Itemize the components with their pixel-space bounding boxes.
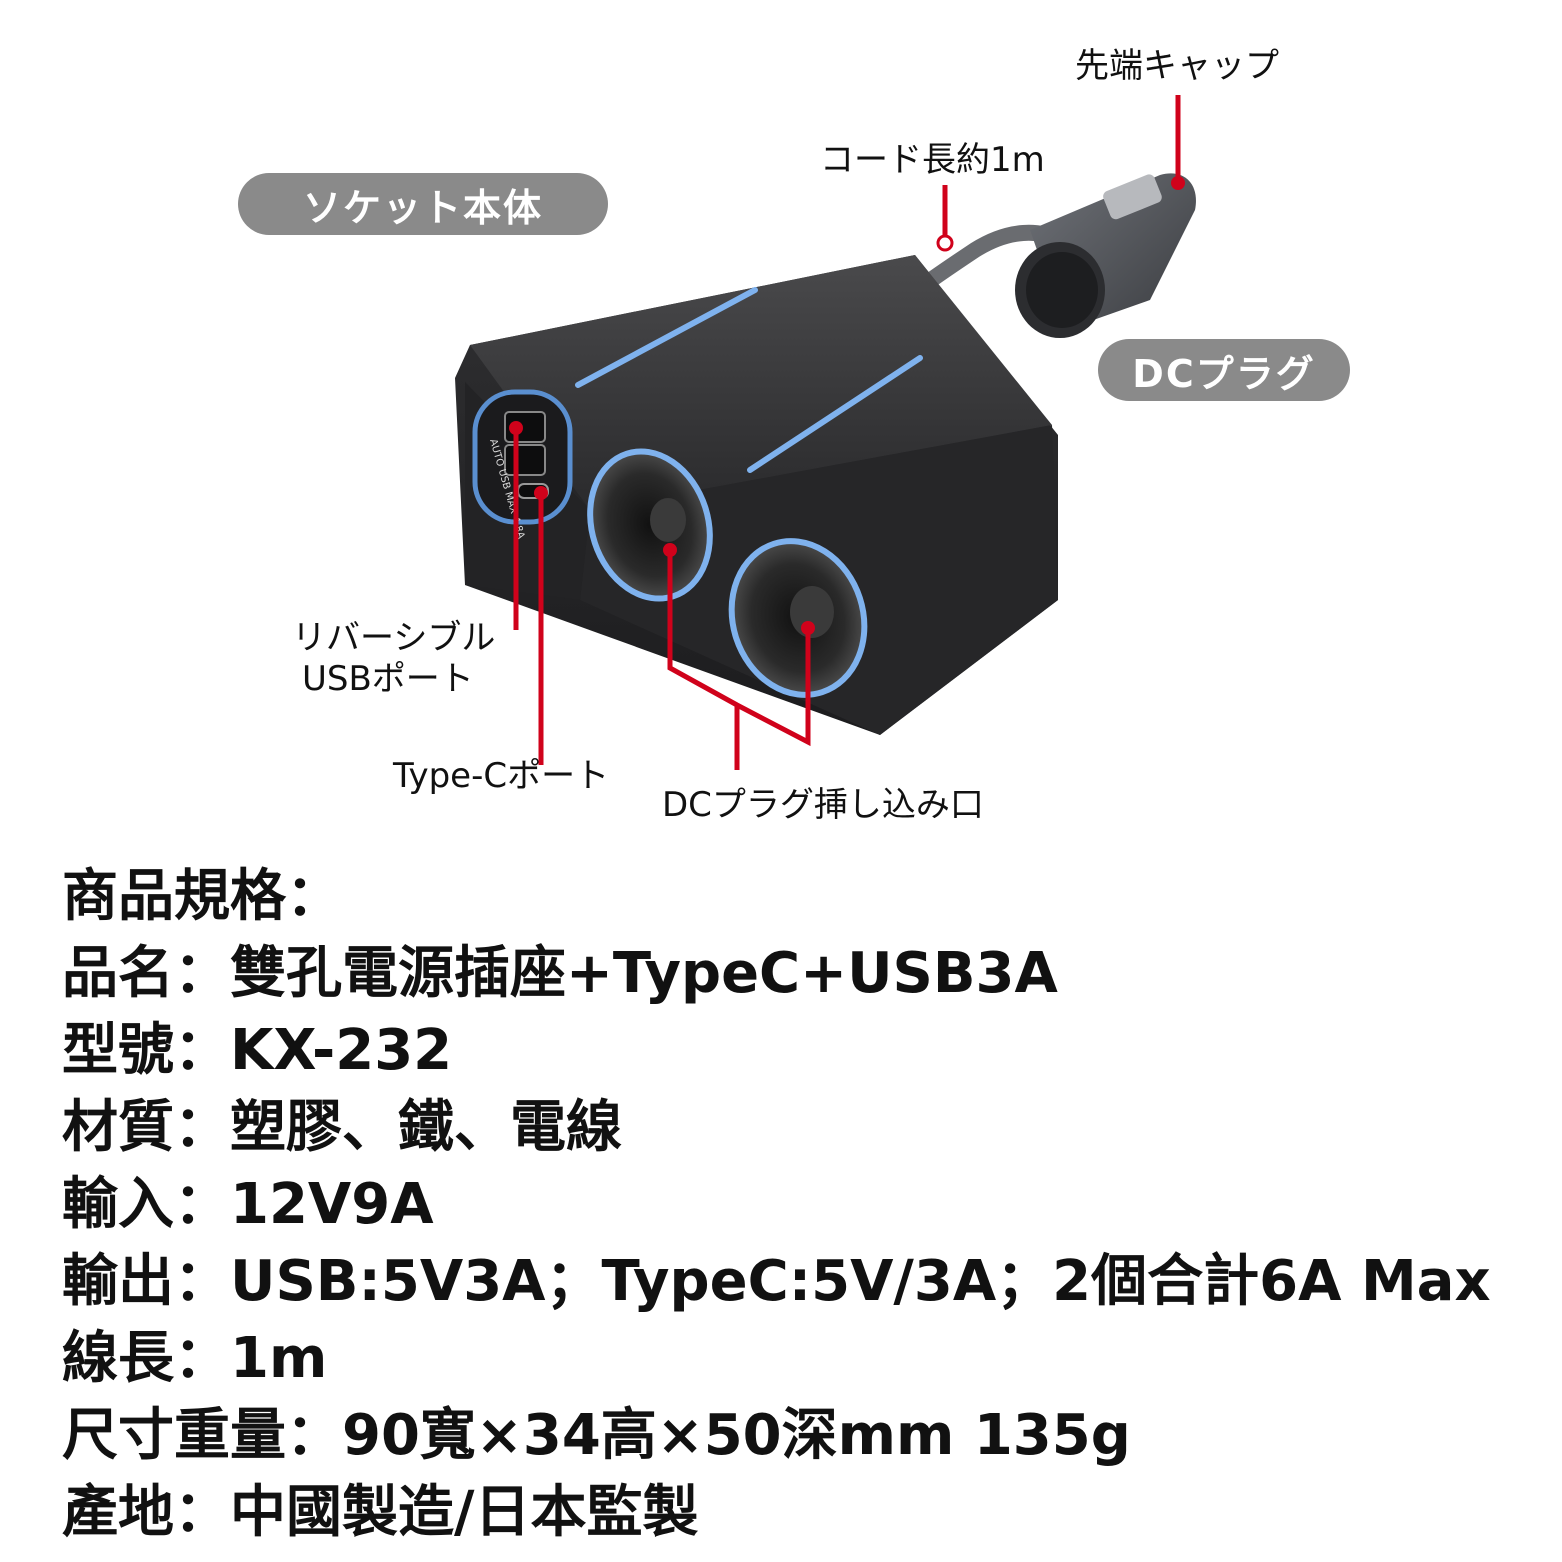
spec-row-name: 品名：雙孔電源插座+TypeC+USB3A xyxy=(62,935,1522,1012)
dc-plug-label: DCプラグ xyxy=(1132,351,1316,396)
spec-row-model: 型號：KX-232 xyxy=(62,1012,1522,1089)
tip-cap-point xyxy=(1171,176,1185,190)
spec-value: 中國製造/日本監製 xyxy=(230,1480,699,1545)
spec-key: 品名 xyxy=(62,941,174,1006)
tip-cap-label: 先端キャップ xyxy=(1075,46,1279,86)
socket-body-image: AUTO USB MAX 4.8A xyxy=(455,255,1058,735)
spec-key: 線長 xyxy=(62,1326,174,1391)
spec-row-cord-length: 線長：1m xyxy=(62,1320,1522,1397)
pointer-dots xyxy=(509,234,954,635)
spec-row-origin: 產地：中國製造/日本監製 xyxy=(62,1474,1522,1551)
spec-sep: ： xyxy=(174,1172,230,1237)
spec-key: 材質 xyxy=(62,1095,174,1160)
pointer-lines xyxy=(513,95,1181,770)
spec-sep: ： xyxy=(174,1326,230,1391)
spec-sep: ： xyxy=(174,941,230,1006)
spec-section: 商品規格： 品名：雙孔電源插座+TypeC+USB3A 型號：KX-232 材質… xyxy=(62,858,1522,1551)
spec-value: KX-232 xyxy=(230,1018,453,1083)
spec-sep: ： xyxy=(174,1480,230,1545)
spec-sep: ： xyxy=(286,1403,342,1468)
spec-value: 塑膠、鐵、電線 xyxy=(230,1095,622,1160)
spec-value: USB:5V3A；TypeC:5V/3A；2個合計6A Max xyxy=(230,1249,1491,1314)
socket-body-badge: ソケット本体 xyxy=(238,173,608,235)
spec-value: 90寬×34高×50深mm 135g xyxy=(342,1403,1131,1468)
typec-port-label: Type-Cポート xyxy=(393,756,610,796)
spec-row-output: 輸出：USB:5V3A；TypeC:5V/3A；2個合計6A Max xyxy=(62,1243,1522,1320)
spec-row-input: 輸入：12V9A xyxy=(62,1166,1522,1243)
spec-value: 1m xyxy=(230,1326,328,1391)
spec-sep: ： xyxy=(174,1249,230,1314)
dc-plug-image xyxy=(1015,173,1196,338)
spec-row-material: 材質：塑膠、鐵、電線 xyxy=(62,1089,1522,1166)
spec-value: 12V9A xyxy=(230,1172,434,1237)
socket-body-label: ソケット本体 xyxy=(302,185,543,230)
spec-value: 雙孔電源插座+TypeC+USB3A xyxy=(230,941,1058,1006)
dc-plug-badge: DCプラグ xyxy=(1098,339,1350,401)
usb-port-label-line2: USBポート xyxy=(302,658,474,699)
product-illustration: AUTO USB MAX 4.8A xyxy=(455,95,1196,770)
spec-sep: ： xyxy=(174,1018,230,1083)
spec-sep: ： xyxy=(174,1095,230,1160)
spec-key: 型號 xyxy=(62,1018,174,1083)
spec-key: 產地 xyxy=(62,1480,174,1545)
spec-heading: 商品規格： xyxy=(62,864,342,929)
spec-key: 尺寸重量 xyxy=(62,1403,286,1468)
spec-row-size-weight: 尺寸重量：90寬×34高×50深mm 135g xyxy=(62,1397,1522,1474)
usb-port-label-line1: リバーシブル xyxy=(292,618,496,658)
spec-key: 輸入 xyxy=(62,1172,174,1237)
usb-port-label: リバーシブル USBポート xyxy=(292,618,495,700)
cord-length-label: コード長約1m xyxy=(820,140,1045,180)
spec-key: 輸出 xyxy=(62,1249,174,1314)
dc-socket-label: DCプラグ挿し込み口 xyxy=(662,785,984,825)
product-diagram: AUTO USB MAX 4.8A ソケット本体 DCプラグ xyxy=(238,46,1350,825)
